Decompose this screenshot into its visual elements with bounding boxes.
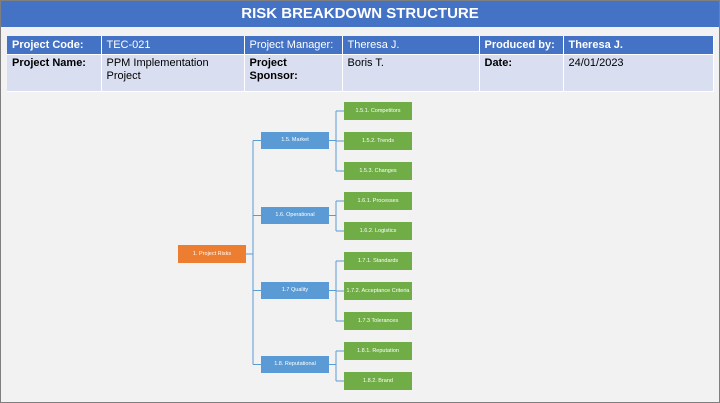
produced-by-label: Produced by: <box>479 36 564 55</box>
project-manager-value[interactable]: Theresa J. <box>342 36 480 55</box>
project-code-value[interactable]: TEC-021 <box>101 36 245 55</box>
leaf-node[interactable]: 1.5.1. Competitors <box>344 102 412 120</box>
leaf-node[interactable]: 1.5.2. Trends <box>344 132 412 150</box>
leaf-node[interactable]: 1.7.1. Standards <box>344 252 412 270</box>
info-row-1: Project Code: TEC-021 Project Manager: T… <box>7 36 714 55</box>
info-row-2: Project Name: PPM Implementation Project… <box>7 54 714 92</box>
project-name-label: Project Name: <box>7 54 102 92</box>
page-title: RISK BREAKDOWN STRUCTURE <box>1 1 719 27</box>
date-value[interactable]: 24/01/2023 <box>563 54 714 92</box>
project-code-label: Project Code: <box>7 36 102 55</box>
category-node[interactable]: 1.5. Market <box>261 132 329 149</box>
produced-by-value[interactable]: Theresa J. <box>563 36 714 55</box>
root-node[interactable]: 1. Project Risks <box>178 245 246 263</box>
leaf-node[interactable]: 1.8.1. Reputation <box>344 342 412 360</box>
date-label: Date: <box>479 54 564 92</box>
category-node[interactable]: 1.7 Quality <box>261 282 329 299</box>
project-name-value[interactable]: PPM Implementation Project <box>101 54 245 92</box>
project-manager-label: Project Manager: <box>244 36 343 55</box>
project-sponsor-label: Project Sponsor: <box>244 54 343 92</box>
leaf-node[interactable]: 1.8.2. Brand <box>344 372 412 390</box>
leaf-node[interactable]: 1.7.2. Acceptance Criteria <box>344 282 412 300</box>
leaf-node[interactable]: 1.7.3 Tolerances <box>344 312 412 330</box>
leaf-node[interactable]: 1.5.3. Changes <box>344 162 412 180</box>
leaf-node[interactable]: 1.6.2. Logistics <box>344 222 412 240</box>
category-node[interactable]: 1.6. Operational <box>261 207 329 224</box>
category-node[interactable]: 1.8. Reputational <box>261 356 329 373</box>
leaf-node[interactable]: 1.6.1. Processes <box>344 192 412 210</box>
project-sponsor-value[interactable]: Boris T. <box>342 54 480 92</box>
project-info-table: Project Code: TEC-021 Project Manager: T… <box>7 36 714 92</box>
